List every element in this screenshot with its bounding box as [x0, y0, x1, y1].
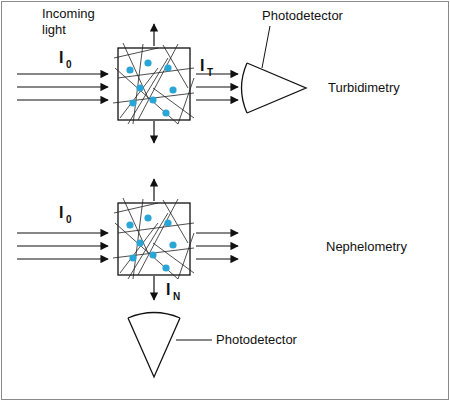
light-label: Incoming light	[42, 6, 114, 38]
method-label: Nephelometry	[326, 239, 407, 255]
light-arrows	[17, 24, 238, 300]
cuvette	[118, 48, 190, 120]
mesh-line	[115, 68, 178, 124]
leader-line	[262, 26, 270, 68]
particle-dot	[164, 219, 171, 226]
mesh-line	[138, 44, 178, 120]
particle-dot	[149, 96, 156, 103]
mesh-line	[138, 199, 178, 275]
particle-mesh	[113, 43, 194, 124]
part-label: Photodetector	[262, 8, 343, 24]
mesh-line	[114, 203, 158, 213]
particle-dot	[136, 84, 143, 91]
mesh-line	[133, 44, 143, 124]
particle-dot	[144, 59, 151, 66]
mesh-line	[113, 93, 194, 103]
mesh-line	[163, 45, 188, 88]
intensity-subscript: 0	[66, 214, 72, 226]
particle-dot	[136, 239, 143, 246]
method-label: Turbidimetry	[328, 80, 400, 96]
photodetector-symbol	[242, 63, 307, 113]
mesh-line	[113, 248, 194, 258]
particle-dot	[162, 264, 169, 271]
mesh-line	[133, 199, 143, 279]
particle-dot	[169, 86, 176, 93]
mesh-line	[115, 223, 178, 279]
mesh-line	[123, 198, 148, 253]
particle-dot	[162, 109, 169, 116]
intensity-subscript: 0	[66, 59, 72, 71]
intensity-subscript: T	[207, 67, 213, 79]
particle-dot	[144, 214, 151, 221]
intensity-subscript: N	[173, 291, 180, 303]
cuvette	[118, 203, 190, 275]
particle-mesh	[113, 198, 194, 279]
part-label: Photodetector	[216, 332, 297, 348]
mesh-line	[114, 48, 158, 58]
mesh-line	[178, 233, 194, 279]
intensity-symbol: I	[166, 281, 170, 299]
particle-dot	[129, 254, 136, 261]
intensity-symbol: I	[59, 49, 63, 67]
leader-line	[176, 340, 212, 341]
particle-dot	[129, 99, 136, 106]
particle-dot	[164, 64, 171, 71]
particle-dot	[169, 241, 176, 248]
intensity-symbol: I	[59, 204, 63, 222]
intensity-symbol: I	[200, 57, 204, 75]
mesh-line	[163, 200, 188, 243]
particle-dot	[126, 66, 133, 73]
mesh-line	[123, 43, 148, 98]
photodetector-symbol	[128, 313, 180, 378]
particle-dot	[149, 251, 156, 258]
mesh-line	[178, 78, 194, 124]
particle-dot	[126, 221, 133, 228]
